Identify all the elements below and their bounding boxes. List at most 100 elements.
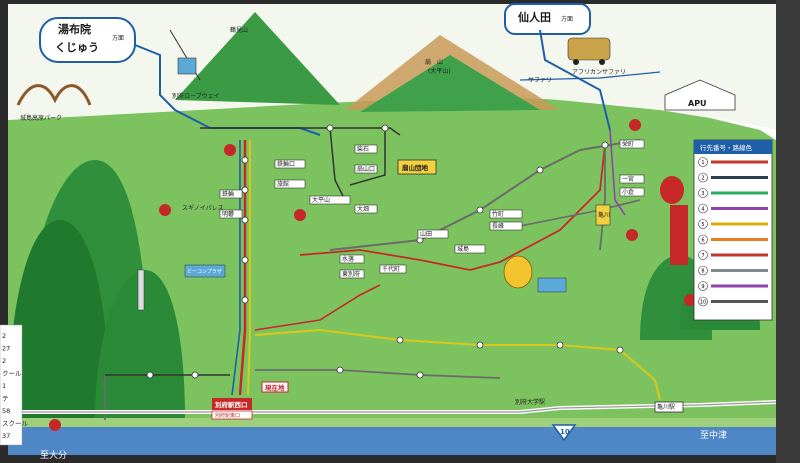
stop-marker[interactable]	[241, 156, 249, 164]
station-box[interactable]	[379, 264, 407, 274]
station-label: 竹町	[492, 210, 504, 218]
stop-marker[interactable]	[616, 346, 624, 354]
onsen-icon	[159, 204, 171, 216]
station-box[interactable]	[417, 229, 449, 239]
onsen-icons	[49, 119, 696, 431]
kamegawa-sign[interactable]	[595, 204, 611, 226]
stop-marker[interactable]	[416, 371, 424, 379]
current-location-label: 現在地	[265, 383, 285, 392]
sugino-label: スギノイパレス	[182, 205, 224, 212]
ogi-label: 扇 山	[425, 58, 443, 66]
station-box[interactable]	[354, 204, 378, 214]
stop-marker[interactable]	[241, 296, 249, 304]
beppu-east-exit-label: 別府駅東口	[215, 412, 240, 419]
station-box[interactable]	[619, 187, 645, 197]
station-box[interactable]	[339, 269, 365, 279]
legend-number: 3	[701, 191, 704, 197]
station-label: 東別府	[342, 270, 360, 278]
station-box[interactable]	[219, 209, 243, 219]
legend-number-badge	[698, 281, 708, 291]
oni-character-icon	[660, 176, 684, 204]
beppu-tower-icon	[137, 269, 145, 311]
stop-marker[interactable]	[381, 124, 389, 132]
station-box[interactable]	[619, 139, 645, 149]
left-panel-text: テ	[2, 395, 9, 403]
left-panel-text: 2	[2, 357, 6, 365]
stop-marker[interactable]	[601, 141, 609, 149]
kamegawa-label: 亀川	[598, 211, 610, 219]
station-label: 鉄輪	[222, 190, 234, 198]
coastal-road-center	[10, 401, 777, 413]
stop-marker[interactable]	[476, 206, 484, 214]
stop-marker[interactable]	[146, 371, 154, 379]
station-box[interactable]	[309, 195, 351, 205]
route-east-vertical	[599, 145, 606, 251]
beppu-west-exit-box[interactable]	[212, 398, 252, 410]
bus-wheel-icon	[573, 59, 579, 65]
station-label: 旅館	[277, 180, 289, 188]
station-box[interactable]	[219, 189, 243, 199]
station-box[interactable]	[619, 174, 645, 184]
stop-marker[interactable]	[326, 124, 334, 132]
route-blue-trunk	[231, 140, 241, 396]
legend-title: 行先番号・路線色	[700, 143, 753, 152]
station-label: 一宮	[622, 175, 634, 183]
legend-number-badge	[698, 234, 708, 245]
stop-marker[interactable]	[556, 341, 564, 349]
road-senninda	[539, 29, 611, 131]
apu-label: APU	[688, 99, 707, 108]
legend-header	[694, 140, 772, 154]
route-10-label: 10	[560, 428, 570, 436]
station-box[interactable]	[489, 209, 523, 219]
station-label: 城島	[457, 245, 469, 253]
ropeway-car-icon	[177, 57, 197, 75]
stop-marker[interactable]	[476, 341, 484, 349]
station-box[interactable]	[339, 254, 365, 264]
route-red-center	[254, 284, 381, 331]
station-label: 明礬	[222, 210, 234, 218]
road-safari	[519, 71, 661, 81]
stop-markers	[146, 124, 624, 379]
current-location-box[interactable]	[261, 381, 289, 393]
stop-marker[interactable]	[536, 166, 544, 174]
beppu-daigaku-label: 別府大学駅	[515, 398, 545, 406]
route-yellow-trunk	[247, 140, 251, 396]
b-con-plaza-label: ビーコンプラザ	[187, 268, 222, 275]
legend-number: 7	[701, 253, 704, 259]
station-box[interactable]	[274, 159, 306, 169]
safari-stop-label: サファリ	[528, 77, 552, 84]
senninda-direction: 方面	[561, 15, 573, 23]
to-nakatsu-label: 至中津	[700, 429, 727, 441]
stop-marker[interactable]	[241, 256, 249, 264]
station-label: 小倉	[622, 188, 634, 196]
stop-marker[interactable]	[241, 186, 249, 194]
stop-marker[interactable]	[191, 371, 199, 379]
oni-banner-icon	[670, 205, 688, 265]
stop-marker[interactable]	[396, 336, 404, 344]
station-box[interactable]	[489, 221, 523, 231]
stop-marker[interactable]	[241, 216, 249, 224]
station-label: 大平山	[312, 196, 330, 204]
yufuin-label: 湯布院	[58, 22, 91, 36]
bus-wheel-icon	[599, 59, 605, 65]
station-box[interactable]	[454, 244, 486, 254]
station-label: 長峰	[492, 222, 504, 230]
route-yellow-coast	[254, 328, 661, 401]
station-label: 山田	[420, 230, 432, 238]
african-safari-label: アフリカンサファリ	[572, 69, 626, 76]
beppu-east-exit-box[interactable]	[211, 410, 253, 420]
kamejo-station-box[interactable]	[654, 401, 684, 413]
station-box[interactable]	[354, 144, 378, 154]
b-con-plaza-icon	[184, 264, 226, 278]
station-box[interactable]	[274, 179, 306, 189]
ogiyama-danchi-stop[interactable]	[397, 159, 437, 175]
station-label: 柴石	[357, 145, 369, 153]
left-panel-text: スクール	[2, 420, 29, 428]
station-box[interactable]	[354, 164, 378, 174]
stop-marker[interactable]	[336, 366, 344, 374]
onsen-icon	[294, 209, 306, 221]
yufuin-sign	[39, 17, 136, 63]
route-gray-lower	[255, 369, 501, 379]
legend-number-badge	[698, 172, 708, 183]
